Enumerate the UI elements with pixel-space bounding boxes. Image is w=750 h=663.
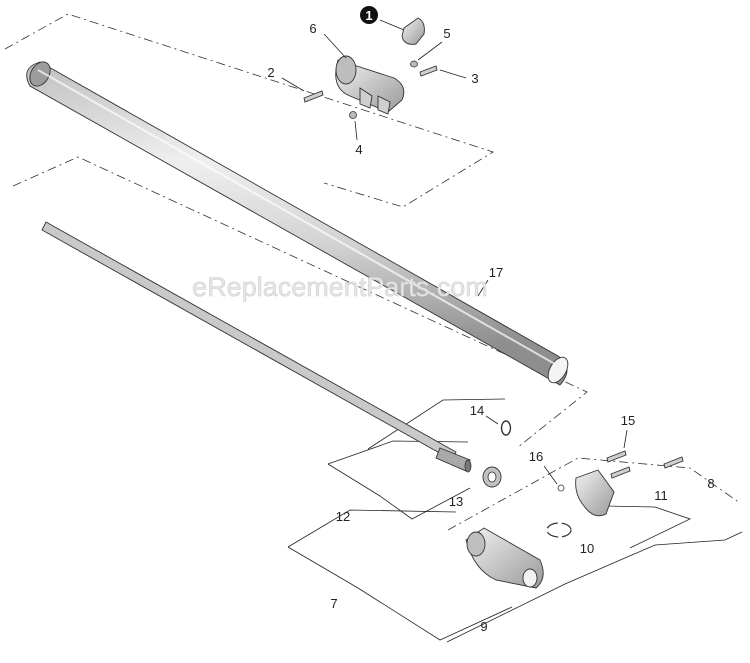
- screw-part-3: [419, 65, 438, 77]
- leader-3: [439, 69, 467, 79]
- callout-3: 3: [471, 71, 478, 86]
- callout-17: 17: [489, 265, 503, 280]
- gearcase-housing: [465, 527, 544, 589]
- leader-15: [623, 429, 628, 449]
- callout-5: 5: [443, 26, 450, 41]
- callout-12: 12: [336, 509, 350, 524]
- bracket-frame-gearcase: [447, 457, 741, 531]
- callout-1-circle: [360, 6, 378, 24]
- gearcase-cover: [575, 469, 615, 517]
- bearing-part-13: [482, 466, 502, 488]
- bracket-line-7-lower: [287, 546, 513, 641]
- bracket-frame-middle: [12, 156, 588, 449]
- screw-part-15: [606, 450, 627, 463]
- callout-7: 7: [330, 596, 337, 611]
- callout-1: 1: [365, 8, 372, 23]
- nut-part-4: [349, 111, 357, 119]
- leader-14: [485, 415, 499, 425]
- callout-11: 11: [654, 488, 668, 503]
- leader-2: [281, 77, 305, 92]
- screw-part-5: [410, 60, 418, 68]
- callout-14: 14: [470, 403, 484, 418]
- shaft-tube: [26, 61, 569, 386]
- leader-4: [354, 120, 358, 141]
- clamp-part: [335, 55, 405, 115]
- ring-part-10: [546, 522, 572, 538]
- screw-part-11: [610, 466, 631, 479]
- callout-6: 6: [309, 21, 316, 36]
- callout-8: 8: [707, 476, 714, 491]
- bracket-line-12: [367, 398, 506, 450]
- drive-shaft: [41, 221, 472, 473]
- leader-6: [323, 33, 347, 59]
- callout-15: 15: [621, 413, 635, 428]
- callout-9: 9: [480, 619, 487, 634]
- screw-part-2: [303, 90, 324, 103]
- leader-5: [417, 41, 443, 61]
- leader-1: [379, 19, 405, 31]
- knob-part: [401, 17, 425, 45]
- ball-part-16: [557, 484, 565, 492]
- bracket-line-9: [446, 531, 743, 643]
- callout-10: 10: [580, 541, 594, 556]
- callout-4: 4: [355, 142, 362, 157]
- leader-16: [543, 465, 558, 485]
- callout-16: 16: [529, 449, 543, 464]
- bracket-line-12-frame: [327, 440, 469, 465]
- screw-part-8: [663, 456, 684, 469]
- callout-2: 2: [267, 65, 274, 80]
- bracket-line-7: [287, 509, 457, 548]
- bracket-line-12-lower: [327, 463, 471, 520]
- bracket-frame-top: [4, 13, 494, 208]
- callout-13: 13: [449, 494, 463, 509]
- washer-part-14: [500, 420, 512, 436]
- leader-17: [477, 279, 489, 297]
- watermark: eReplacementParts.com: [192, 272, 488, 302]
- bracket-line-11: [604, 505, 692, 549]
